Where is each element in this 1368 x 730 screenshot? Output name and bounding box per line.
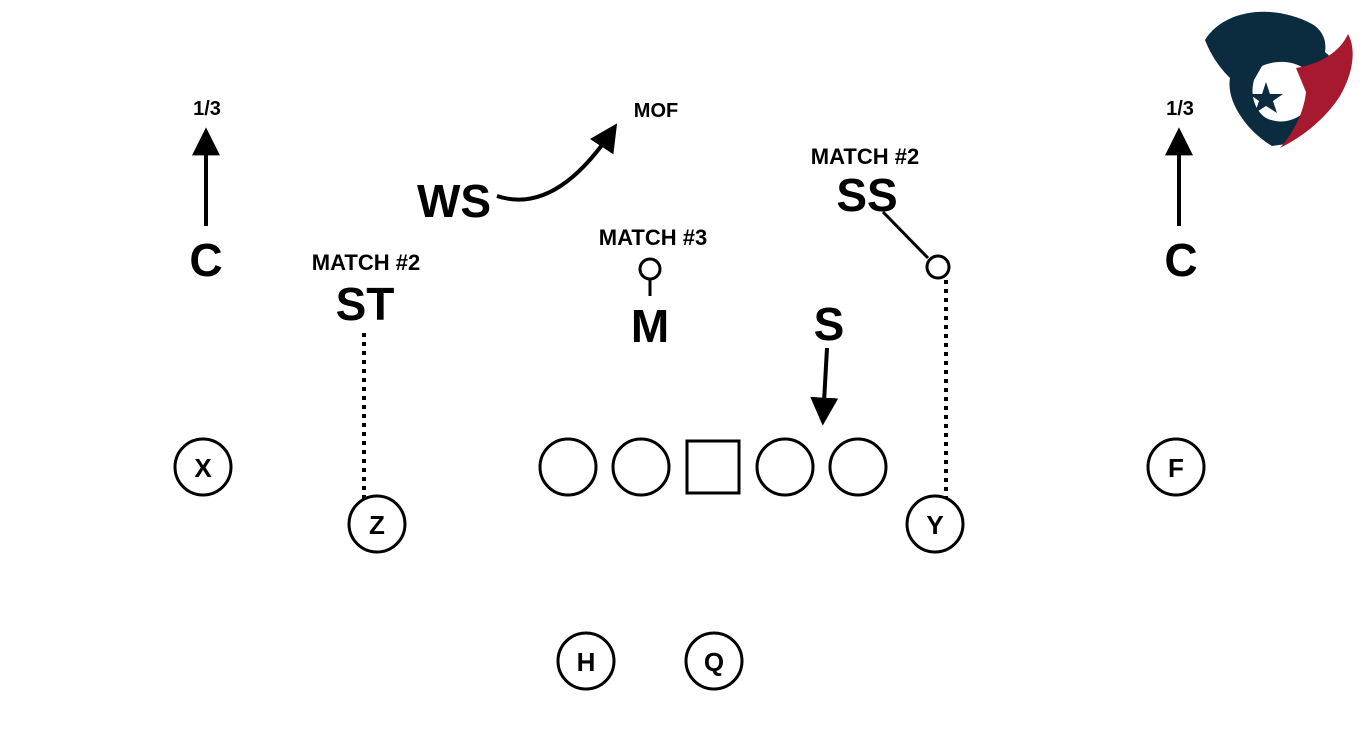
offensive-lineman-rg xyxy=(755,437,815,497)
receiver-z: Z xyxy=(369,510,385,540)
ss-drop-line xyxy=(881,210,930,260)
sam-blitz-arrow xyxy=(810,347,839,426)
deep-third-right-label: 1/3 xyxy=(1166,98,1194,120)
sam: S xyxy=(814,298,845,350)
offensive-lineman-lg xyxy=(611,437,671,497)
m-match-label: MATCH #3 xyxy=(599,225,707,250)
receiver-y: Y xyxy=(926,510,943,540)
strong-safety: SS xyxy=(836,169,897,221)
mof-label: MOF xyxy=(634,100,678,122)
m-landmark-circle xyxy=(638,257,662,281)
quarterback: Q xyxy=(704,647,724,677)
texans-bull-logo-icon xyxy=(1205,11,1353,148)
offensive-lineman-lt xyxy=(538,437,598,497)
receiver-x: X xyxy=(194,453,212,483)
st-match-label: MATCH #2 xyxy=(312,250,420,275)
receiver-x-circle xyxy=(173,437,233,497)
back-h: H xyxy=(577,647,596,677)
mike: M xyxy=(631,300,669,352)
corner-right: C xyxy=(1164,234,1197,286)
quarterback-circle xyxy=(684,631,744,691)
receiver-f: F xyxy=(1168,453,1184,483)
ss-landmark-circle xyxy=(925,254,951,280)
receiver-f-circle xyxy=(1146,437,1206,497)
ss-match-label: MATCH #2 xyxy=(811,144,919,169)
deep-third-left-label: 1/3 xyxy=(193,98,221,120)
offensive-lineman-rt xyxy=(828,437,888,497)
back-h-circle xyxy=(556,631,616,691)
offensive-center xyxy=(685,439,741,495)
receiver-y-circle xyxy=(905,494,965,554)
weak-safety: WS xyxy=(417,175,491,227)
receiver-z-circle xyxy=(347,494,407,554)
stud: ST xyxy=(336,278,395,330)
corner-left: C xyxy=(189,234,222,286)
weak-safety-route-arrow xyxy=(496,123,618,202)
